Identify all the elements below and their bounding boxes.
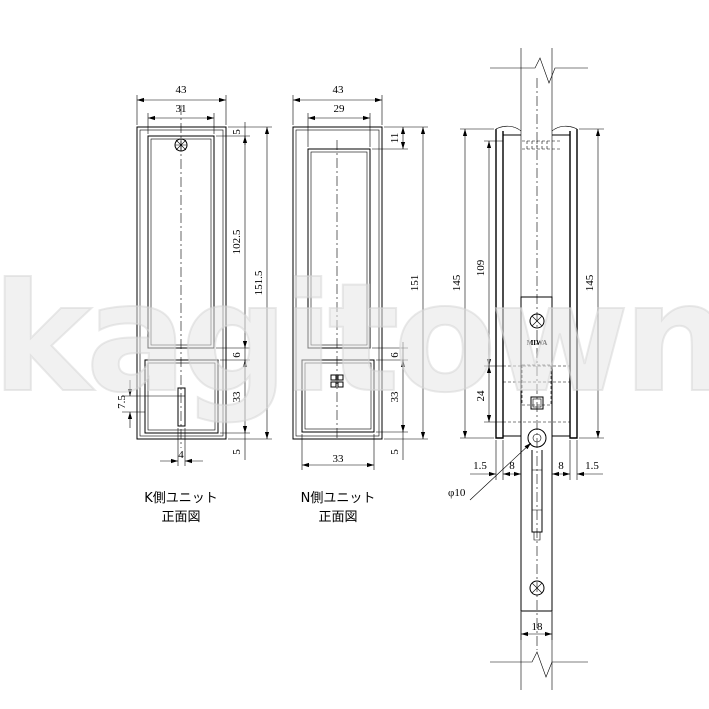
break-line-top (490, 57, 588, 84)
lock-face-plate (520, 296, 553, 612)
break-line-bottom (490, 651, 588, 678)
n-dim-width: 43 (333, 84, 345, 96)
k-unit-key-slot (177, 387, 186, 427)
n-dim-bottom-margin: 5 (389, 449, 401, 455)
side-dim-height-left: 145 (451, 274, 463, 291)
indicator-icon (330, 374, 344, 388)
k-dim-total-height: 151.5 (253, 270, 265, 295)
k-unit-outer-frame (136, 126, 227, 440)
k-unit-caption-view: 正面図 (161, 510, 200, 525)
bolt-cylinder (527, 428, 547, 448)
n-dim-lower-width: 33 (333, 453, 345, 465)
k-dim-key-offset: 7.5 (116, 395, 128, 409)
k-dim-width: 43 (176, 84, 188, 96)
n-unit-outer-frame (292, 126, 383, 440)
side-dim-offset-left: 1.5 (473, 460, 487, 472)
side-dim-width-right: 8 (558, 460, 564, 472)
n-dim-gap: 6 (389, 352, 401, 358)
k-dim-key-width: 4 (178, 449, 184, 461)
n-unit-profile (569, 129, 578, 439)
n-unit-caption-view: 正面図 (318, 510, 357, 525)
k-dim-inner-width: 31 (176, 103, 187, 115)
hook-bolt (531, 450, 543, 533)
screw-icon (529, 313, 545, 329)
n-unit-pull-recess (307, 148, 371, 349)
screw-icon (522, 140, 562, 150)
k-unit-profile (495, 129, 504, 439)
k-unit-lower-box (144, 359, 219, 434)
n-unit-lower-box (301, 359, 375, 433)
k-dim-lower-height: 33 (231, 391, 243, 403)
n-unit-front-view: 43 29 11 6 33 5 151 33 N側ユニット 正面図 (292, 84, 428, 525)
k-dim-gap: 6 (231, 352, 243, 358)
side-dim-inner-height: 109 (475, 259, 487, 276)
k-unit-caption: K側ユニット (144, 491, 218, 506)
screw-icon (529, 580, 545, 596)
n-unit-caption: N側ユニット (301, 491, 376, 506)
side-dim-height-right: 145 (584, 274, 596, 291)
n-dim-top-margin: 11 (389, 133, 401, 144)
n-dim-total-height: 151 (409, 275, 421, 292)
side-section-view: MIWA 145 109 24 145 (448, 48, 604, 690)
k-dim-bottom-margin: 5 (231, 449, 243, 455)
side-dim-bolt-diameter: φ10 (448, 487, 466, 499)
n-dim-inner-width: 29 (334, 103, 346, 115)
k-unit-front-view: 43 31 5 102.5 6 33 5 151.5 7.5 (116, 84, 272, 525)
latch-square (530, 396, 544, 410)
side-dim-plate-width: 18 (532, 621, 544, 633)
plate-brand-label: MIWA (527, 339, 548, 347)
side-dim-width-left: 8 (509, 460, 515, 472)
watermark-text: kagitown (0, 252, 709, 426)
side-dim-lock-height: 24 (475, 390, 487, 402)
k-dim-top-margin: 5 (231, 129, 243, 135)
k-dim-pull-height: 102.5 (231, 229, 243, 254)
n-dim-lower-height: 33 (389, 391, 401, 403)
side-dim-offset-right: 1.5 (585, 460, 599, 472)
